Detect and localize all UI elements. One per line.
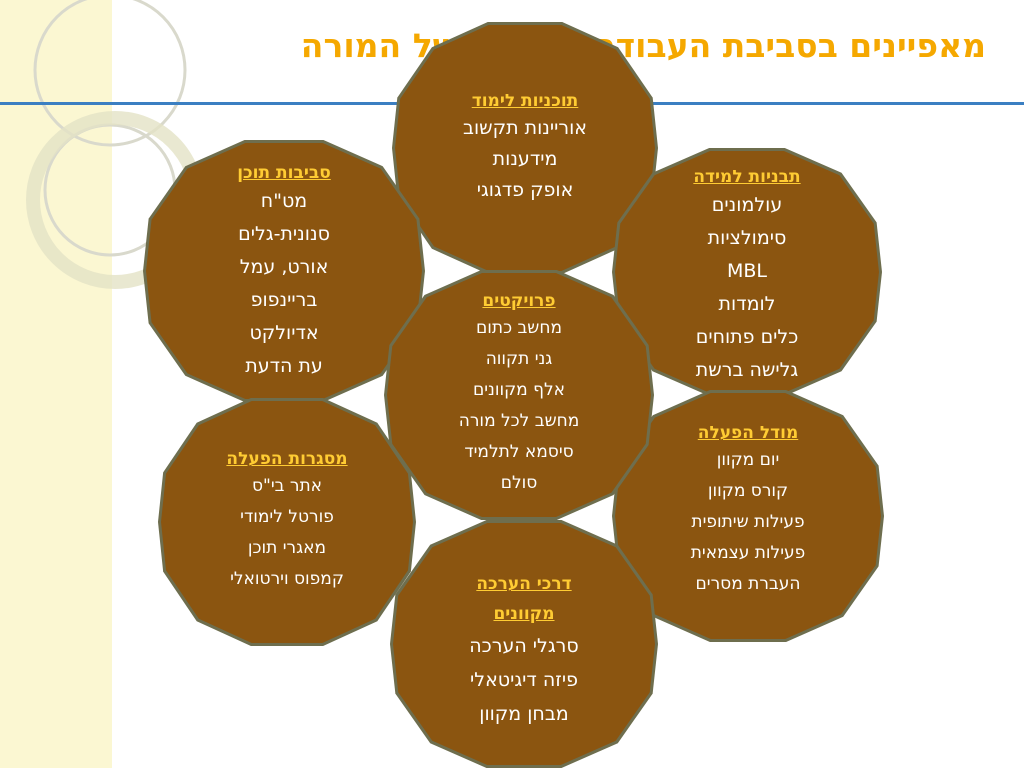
node-item: סיסמא לתלמיד (464, 442, 574, 462)
node-frameworks-items: אתר בי"ס פורטל לימודי מאגרי תוכן קמפוס ו… (230, 471, 344, 595)
node-item: סרגלי הערכה (469, 635, 579, 657)
node-item: פורטל לימודי (240, 507, 334, 527)
node-content: סביבות תוכן מט"ח סנונית-גלים אורט, עמל ב… (143, 140, 425, 402)
node-item: סולם (500, 473, 538, 493)
node-item: קורס מקוון (707, 481, 789, 501)
node-learning: תבניות למידה עולמונים סימולציות MBL לומד… (612, 148, 882, 396)
node-item: מידענות (492, 148, 558, 170)
slide-title: מאפיינים בסביבת העבודה החדשה של המורה (300, 26, 986, 65)
node-item: אלף מקוונים (472, 380, 566, 400)
node-item: מבחן מקוון (479, 703, 569, 725)
node-item: אדיולקט (249, 322, 319, 344)
node-item: מחשב כתום (475, 318, 562, 338)
node-item: סימולציות (707, 227, 787, 249)
node-frameworks-title: מסגרות הפעלה (226, 449, 348, 469)
node-item: סנונית-גלים (238, 223, 330, 245)
node-item: גלישה ברשת (695, 359, 799, 381)
node-projects-title: פרויקטים (482, 291, 556, 311)
node-item: כלים פתוחים (695, 326, 799, 348)
node-item: מחשב לכל מורה (458, 411, 580, 431)
node-programs: תוכניות לימוד אוריינות תקשוב מידענות אופ… (392, 22, 658, 274)
node-item: אורט, עמל (239, 256, 329, 278)
node-item: יום מקוון (716, 450, 780, 470)
node-projects: פרויקטים מחשב כתום גני תקווה אלף מקוונים… (384, 270, 654, 520)
node-item: גני תקווה (485, 349, 553, 369)
node-item: אוריינות תקשוב (463, 117, 588, 139)
node-item: מט"ח (260, 190, 308, 212)
node-programs-items: אוריינות תקשוב מידענות אופק פדגוגי (463, 113, 587, 206)
node-frameworks: מסגרות הפעלה אתר בי"ס פורטל לימודי מאגרי… (158, 398, 416, 646)
node-item: עת הדעת (245, 355, 323, 377)
node-model: מודל הפעלה יום מקוון קורס מקוון פעילות ש… (612, 390, 884, 642)
node-item: פעילות עצמאית (690, 543, 806, 563)
node-learning-title: תבניות למידה (693, 167, 801, 187)
node-assessment-items: סרגלי הערכה פיזה דיגיטאלי מבחן מקוון (469, 629, 578, 731)
node-projects-items: מחשב כתום גני תקווה אלף מקוונים מחשב לכל… (459, 313, 580, 499)
node-item: מאגרי תוכן (247, 538, 327, 558)
node-item: העברת מסרים (695, 574, 801, 594)
node-model-title: מודל הפעלה (697, 423, 799, 443)
node-item: קמפוס וירטואלי (230, 569, 344, 589)
node-learning-items: עולמונים סימולציות MBL לומדות כלים פתוחי… (696, 189, 799, 387)
node-assessment-title: דרכי הערכה מקוונים (476, 574, 572, 624)
node-content-title: סביבות תוכן (237, 163, 331, 183)
node-item: MBL (727, 260, 768, 282)
node-item: פעילות שיתופית (691, 512, 805, 532)
node-model-items: יום מקוון קורס מקוון פעילות שיתופית פעיל… (691, 445, 806, 600)
node-item: אופק פדגוגי (476, 179, 574, 201)
node-item: פיזה דיגיטאלי (470, 669, 578, 691)
node-item: אתר בי"ס (251, 476, 323, 496)
node-assessment: דרכי הערכה מקוונים סרגלי הערכה פיזה דיגי… (390, 520, 658, 768)
node-item: עולמונים (711, 194, 783, 216)
node-item: בריינפופ (250, 289, 318, 311)
node-item: לומדות (718, 293, 776, 315)
node-programs-title: תוכניות לימוד (471, 91, 579, 111)
node-content-items: מט"ח סנונית-גלים אורט, עמל בריינפופ אדיו… (238, 185, 330, 383)
